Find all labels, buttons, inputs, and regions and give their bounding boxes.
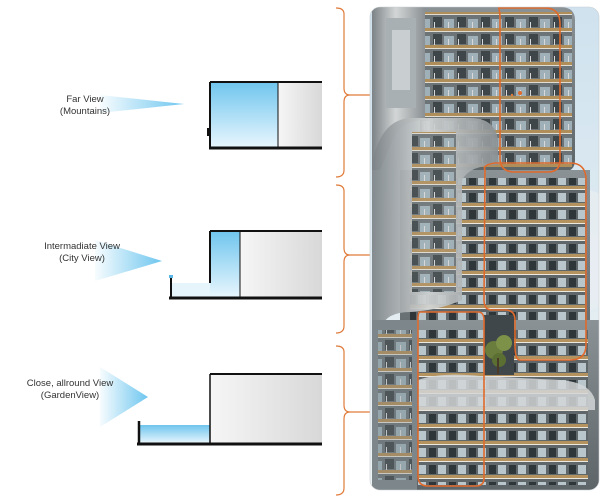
close-view-section <box>100 367 322 446</box>
far-view-label: Far View (Mountains) <box>40 94 130 118</box>
intermediate-view-section <box>95 230 322 300</box>
intermediate-view-room <box>240 231 322 297</box>
intermediate-view-beam <box>95 240 162 281</box>
close-view-room <box>210 374 322 443</box>
close-view-title: Close, allround View <box>26 378 114 389</box>
far-view-subtitle: (Mountains) <box>59 106 111 117</box>
intermediate-view-title: Intermadiate View <box>44 241 120 252</box>
far-view-section <box>100 81 322 150</box>
far-view-title: Far View <box>66 94 104 105</box>
intermediate-view-subtitle: (City View) <box>59 253 105 264</box>
far-view-glass <box>210 82 278 147</box>
close-view-subtitle: (GardenView) <box>40 390 100 401</box>
tower-rendering <box>370 7 599 490</box>
close-view-terrace <box>140 425 210 443</box>
close-view-label: Close, allround View (GardenView) <box>15 378 125 402</box>
intermediate-view-label: Intermadiate View (City View) <box>12 241 152 265</box>
far-view-room <box>278 82 322 147</box>
far-view-beam <box>100 95 184 113</box>
unit-outline-middle <box>483 162 587 361</box>
unit-outline-upper <box>497 7 561 173</box>
unit-outline-lower <box>417 311 485 487</box>
close-view-beam <box>100 367 148 427</box>
intermediate-view-terrace <box>172 283 210 297</box>
intermediate-view-glass <box>210 231 240 297</box>
